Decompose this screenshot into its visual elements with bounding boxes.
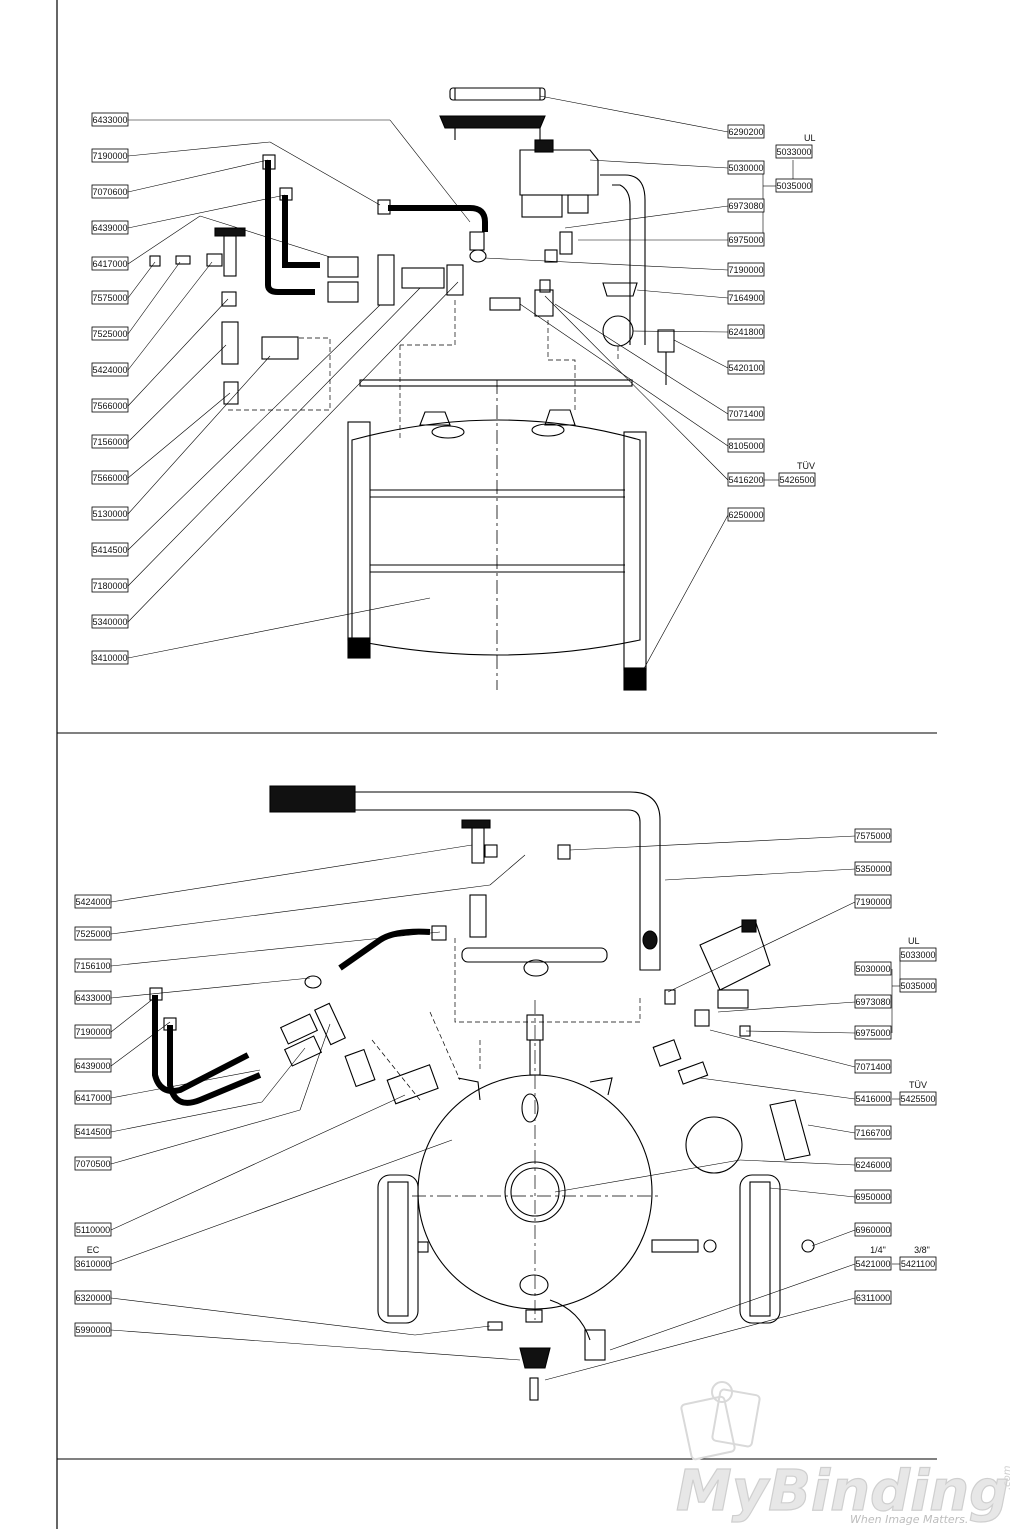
bottom-part-numbers: 5424000 7525000 7156100 6433000 7190000 … xyxy=(75,831,935,1335)
part-number: 7566000 xyxy=(92,401,127,411)
top-part-numbers: 6433000 7190000 7070600 6439000 6417000 … xyxy=(92,115,815,663)
part-number: 7156100 xyxy=(75,961,110,971)
size-quarter-label: 1/4" xyxy=(870,1245,886,1255)
part-number: 5990000 xyxy=(75,1325,110,1335)
part-number: 6973080 xyxy=(855,997,890,1007)
part-number: 5035000 xyxy=(900,981,935,991)
part-number: 5424000 xyxy=(75,897,110,907)
part-number: 7070600 xyxy=(92,187,127,197)
part-number: 6439000 xyxy=(92,223,127,233)
part-number: 5414500 xyxy=(75,1127,110,1137)
bottom-part-labels xyxy=(74,828,937,1337)
watermark: MyBinding .com When Image Matters. xyxy=(675,1381,1013,1526)
part-number: 7164900 xyxy=(728,293,763,303)
part-number: 6960000 xyxy=(855,1225,890,1235)
part-number: 7166700 xyxy=(855,1128,890,1138)
part-number: 7566000 xyxy=(92,473,127,483)
tuv-label: TÜV xyxy=(909,1080,927,1090)
part-number: 5340000 xyxy=(92,617,127,627)
part-number: 7575000 xyxy=(92,293,127,303)
part-number: 6950000 xyxy=(855,1192,890,1202)
part-number: 7071400 xyxy=(728,409,763,419)
part-number: 6973080 xyxy=(728,201,763,211)
part-number: 8105000 xyxy=(728,441,763,451)
part-number: 5350000 xyxy=(855,864,890,874)
part-number: 5033000 xyxy=(776,147,811,157)
part-number: 7156000 xyxy=(92,437,127,447)
part-number: 5421000 xyxy=(855,1259,890,1269)
watermark-logo-icon xyxy=(680,1381,761,1461)
part-number: 6250000 xyxy=(728,510,763,520)
part-number: 6311000 xyxy=(856,1293,890,1303)
ul-label: UL xyxy=(908,936,920,946)
part-number: 7190000 xyxy=(75,1027,110,1037)
part-number: 7070500 xyxy=(75,1159,110,1169)
bottom-leader-lines xyxy=(110,835,901,1381)
part-number: 5426500 xyxy=(779,475,814,485)
part-number: 7190000 xyxy=(92,151,127,161)
part-number: 6320000 xyxy=(75,1293,110,1303)
part-number: 7180000 xyxy=(92,581,127,591)
part-number: 7071400 xyxy=(855,1062,890,1072)
part-number: 5035000 xyxy=(776,181,811,191)
part-number: 3410000 xyxy=(92,653,127,663)
part-number: 5421100 xyxy=(901,1259,935,1269)
part-number: 6975000 xyxy=(728,235,763,245)
top-compressor-drawing xyxy=(149,87,675,691)
size-three-eighths-label: 3/8" xyxy=(914,1245,930,1255)
part-number: 5033000 xyxy=(900,950,935,960)
part-number: 5030000 xyxy=(728,163,763,173)
ec-label: EC xyxy=(87,1245,100,1255)
part-number: 5416000 xyxy=(855,1094,890,1104)
part-number: 6433000 xyxy=(92,115,127,125)
part-number: 6975000 xyxy=(855,1028,890,1038)
top-part-labels xyxy=(91,112,816,665)
part-number: 6241800 xyxy=(728,327,763,337)
part-number: 5414500 xyxy=(92,545,127,555)
part-number: 6417000 xyxy=(92,259,127,269)
part-number: 6246000 xyxy=(855,1160,890,1170)
part-number: 6290200 xyxy=(728,127,763,137)
part-number: 5420100 xyxy=(728,363,763,373)
top-leader-lines xyxy=(127,95,794,686)
part-number: 5416200 xyxy=(728,475,763,485)
part-number: 7525000 xyxy=(75,929,110,939)
bottom-compressor-drawing xyxy=(149,785,815,1401)
tuv-label: TÜV xyxy=(797,461,815,471)
ul-label: UL xyxy=(804,133,816,143)
part-number: 5110000 xyxy=(76,1225,110,1235)
part-number: 3610000 xyxy=(75,1259,110,1269)
part-number: 6433000 xyxy=(75,993,110,1003)
part-number: 5425500 xyxy=(900,1094,935,1104)
part-number: 5424000 xyxy=(92,365,127,375)
part-number: 6417000 xyxy=(75,1093,110,1103)
part-number: 5130000 xyxy=(92,509,127,519)
part-number: 6439000 xyxy=(75,1061,110,1071)
part-number: 5030000 xyxy=(855,964,890,974)
watermark-tagline: When Image Matters. xyxy=(850,1513,968,1526)
watermark-domain: .com xyxy=(1002,1465,1013,1490)
part-number: 7575000 xyxy=(855,831,890,841)
watermark-brand: MyBinding xyxy=(676,1459,1009,1524)
part-number: 7190000 xyxy=(728,265,763,275)
part-number: 7525000 xyxy=(92,329,127,339)
part-number: 7190000 xyxy=(855,897,890,907)
